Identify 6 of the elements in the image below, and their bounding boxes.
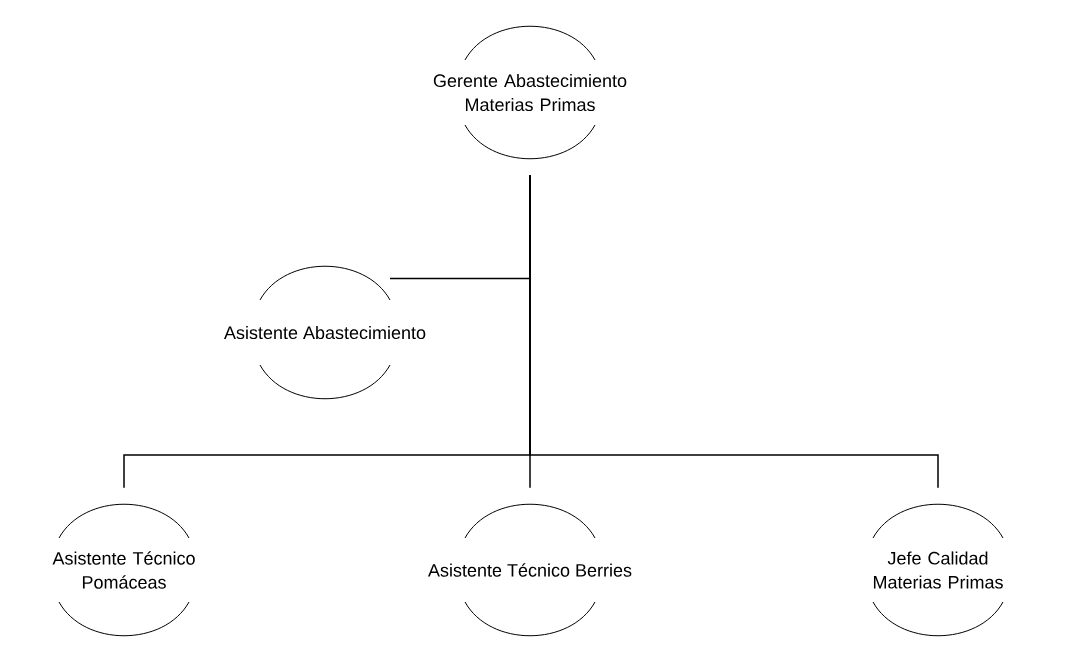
org-node: Asistente Técnico Berries xyxy=(428,503,632,637)
org-node: Asistente Abastecimiento xyxy=(224,265,426,400)
connector-line xyxy=(529,174,939,489)
org-node: Gerente Abastecimiento Materias Primas xyxy=(433,25,627,160)
org-node: Jefe Calidad Materias Primas xyxy=(872,503,1004,637)
org-node: Asistente Técnico Pomáceas xyxy=(52,503,195,637)
